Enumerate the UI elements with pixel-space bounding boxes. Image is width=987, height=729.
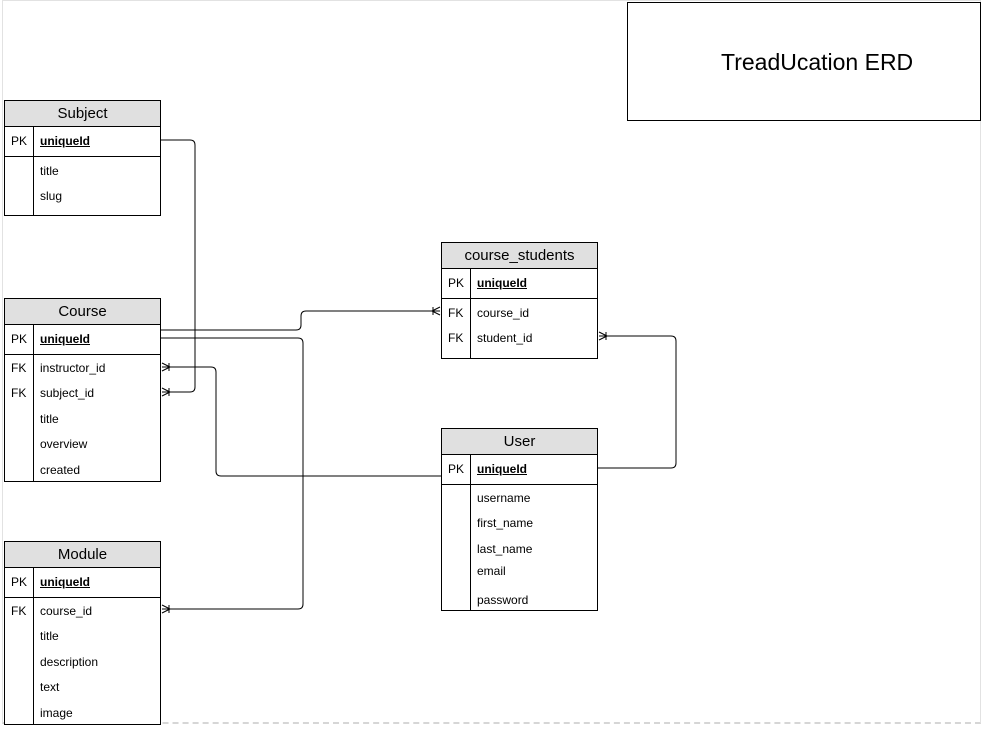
crowsfoot-coursestudents-course_id bbox=[431, 306, 441, 316]
attribute-block: title slug bbox=[5, 157, 160, 216]
key-label: PK bbox=[448, 276, 465, 290]
attribute-name: email bbox=[477, 564, 506, 578]
entity-subject[interactable]: Subject PK uniqueId title slug bbox=[4, 100, 161, 216]
attribute-row: PK uniqueId bbox=[442, 460, 597, 478]
key-label: PK bbox=[448, 462, 465, 476]
attribute-row: title bbox=[5, 627, 160, 645]
entity-header: User bbox=[442, 429, 597, 455]
attribute-name: instructor_id bbox=[40, 361, 106, 375]
link-subject-course bbox=[161, 139, 196, 393]
attribute-row: last_name bbox=[442, 540, 597, 558]
attribute-row: text bbox=[5, 678, 160, 696]
attribute-name: username bbox=[477, 491, 531, 505]
attribute-block: FK course_id FK student_id bbox=[442, 299, 597, 359]
attribute-block: FK instructor_id FK subject_id title ove… bbox=[5, 355, 160, 482]
entity-header: Subject bbox=[5, 101, 160, 127]
attribute-name: course_id bbox=[40, 604, 93, 618]
pk-row: PK uniqueId bbox=[5, 127, 160, 157]
key-label: FK bbox=[11, 604, 27, 618]
entity-header: Course bbox=[5, 299, 160, 325]
key-label: PK bbox=[11, 134, 28, 148]
attribute-row: PK uniqueId bbox=[5, 330, 160, 348]
attribute-name: uniqueId bbox=[40, 134, 90, 148]
key-label: PK bbox=[11, 575, 28, 589]
attribute-name: title bbox=[40, 412, 59, 426]
link-course-module bbox=[161, 337, 304, 610]
attribute-name: created bbox=[40, 463, 81, 477]
attribute-row: email bbox=[442, 562, 597, 580]
attribute-row: PK uniqueId bbox=[5, 573, 160, 591]
attribute-row: title bbox=[5, 410, 160, 428]
attribute-row: created bbox=[5, 461, 160, 479]
key-label: PK bbox=[11, 332, 28, 346]
attribute-row: description bbox=[5, 653, 160, 671]
diagram-title: TreadUcation ERD bbox=[721, 49, 914, 75]
crowsfoot-coursestudents-student_id bbox=[598, 331, 608, 341]
crowsfoot-course-subject_id bbox=[161, 387, 171, 397]
entity-user[interactable]: User PK uniqueId username first_name las… bbox=[441, 428, 598, 611]
entity-course[interactable]: Course PK uniqueId FK instructor_id FK s… bbox=[4, 298, 161, 482]
attribute-row: image bbox=[5, 704, 160, 722]
attribute-block: username first_name last_name email pass… bbox=[442, 485, 597, 611]
attribute-name: subject_id bbox=[40, 386, 95, 400]
key-label: FK bbox=[448, 331, 464, 345]
entity-header: Module bbox=[5, 542, 160, 568]
attribute-name: image bbox=[40, 706, 73, 720]
diagram-title-box: TreadUcation ERD bbox=[627, 2, 981, 121]
attribute-row: username bbox=[442, 489, 597, 507]
attribute-row: FK instructor_id bbox=[5, 359, 160, 377]
link-user-coursestudents bbox=[598, 335, 677, 469]
attribute-name: uniqueId bbox=[477, 276, 527, 290]
key-label: FK bbox=[11, 386, 27, 400]
attribute-name: title bbox=[40, 629, 59, 643]
attribute-block: FK course_id title description text imag… bbox=[5, 598, 160, 725]
attribute-row: password bbox=[442, 591, 597, 609]
attribute-name: description bbox=[40, 655, 99, 669]
attribute-row: PK uniqueId bbox=[442, 274, 597, 292]
attribute-name: title bbox=[40, 164, 59, 178]
link-course-coursestudents bbox=[161, 310, 440, 331]
pk-row: PK uniqueId bbox=[442, 455, 597, 485]
attribute-name: first_name bbox=[477, 516, 534, 530]
attribute-row: FK subject_id bbox=[5, 384, 160, 402]
pk-row: PK uniqueId bbox=[5, 325, 160, 355]
entity-course-students[interactable]: course_students PK uniqueId FK course_id… bbox=[441, 242, 598, 359]
crowsfoot-module-course_id bbox=[161, 604, 171, 614]
attribute-row: PK uniqueId bbox=[5, 132, 160, 150]
attribute-name: last_name bbox=[477, 542, 533, 556]
link-user-course-instructor bbox=[162, 366, 441, 477]
attribute-name: uniqueId bbox=[477, 462, 527, 476]
attribute-row: FK course_id bbox=[442, 304, 597, 322]
attribute-row: title bbox=[5, 162, 160, 180]
crowsfoot-course-instructor_id bbox=[161, 362, 171, 372]
pk-row: PK uniqueId bbox=[442, 269, 597, 299]
pk-row: PK uniqueId bbox=[5, 568, 160, 598]
attribute-row: slug bbox=[5, 187, 160, 205]
entity-header: course_students bbox=[442, 243, 597, 269]
attribute-name: student_id bbox=[477, 331, 533, 345]
attribute-name: uniqueId bbox=[40, 575, 90, 589]
key-label: FK bbox=[11, 361, 27, 375]
attribute-name: course_id bbox=[477, 306, 530, 320]
attribute-row: first_name bbox=[442, 514, 597, 532]
key-label: FK bbox=[448, 306, 464, 320]
attribute-row: FK course_id bbox=[5, 602, 160, 620]
attribute-name: password bbox=[477, 593, 529, 607]
entity-module[interactable]: Module PK uniqueId FK course_id title de… bbox=[4, 541, 161, 725]
attribute-name: overview bbox=[40, 437, 88, 451]
attribute-name: uniqueId bbox=[40, 332, 90, 346]
attribute-row: FK student_id bbox=[442, 329, 597, 347]
attribute-row: overview bbox=[5, 435, 160, 453]
attribute-name: slug bbox=[40, 189, 63, 203]
attribute-name: text bbox=[40, 680, 60, 694]
